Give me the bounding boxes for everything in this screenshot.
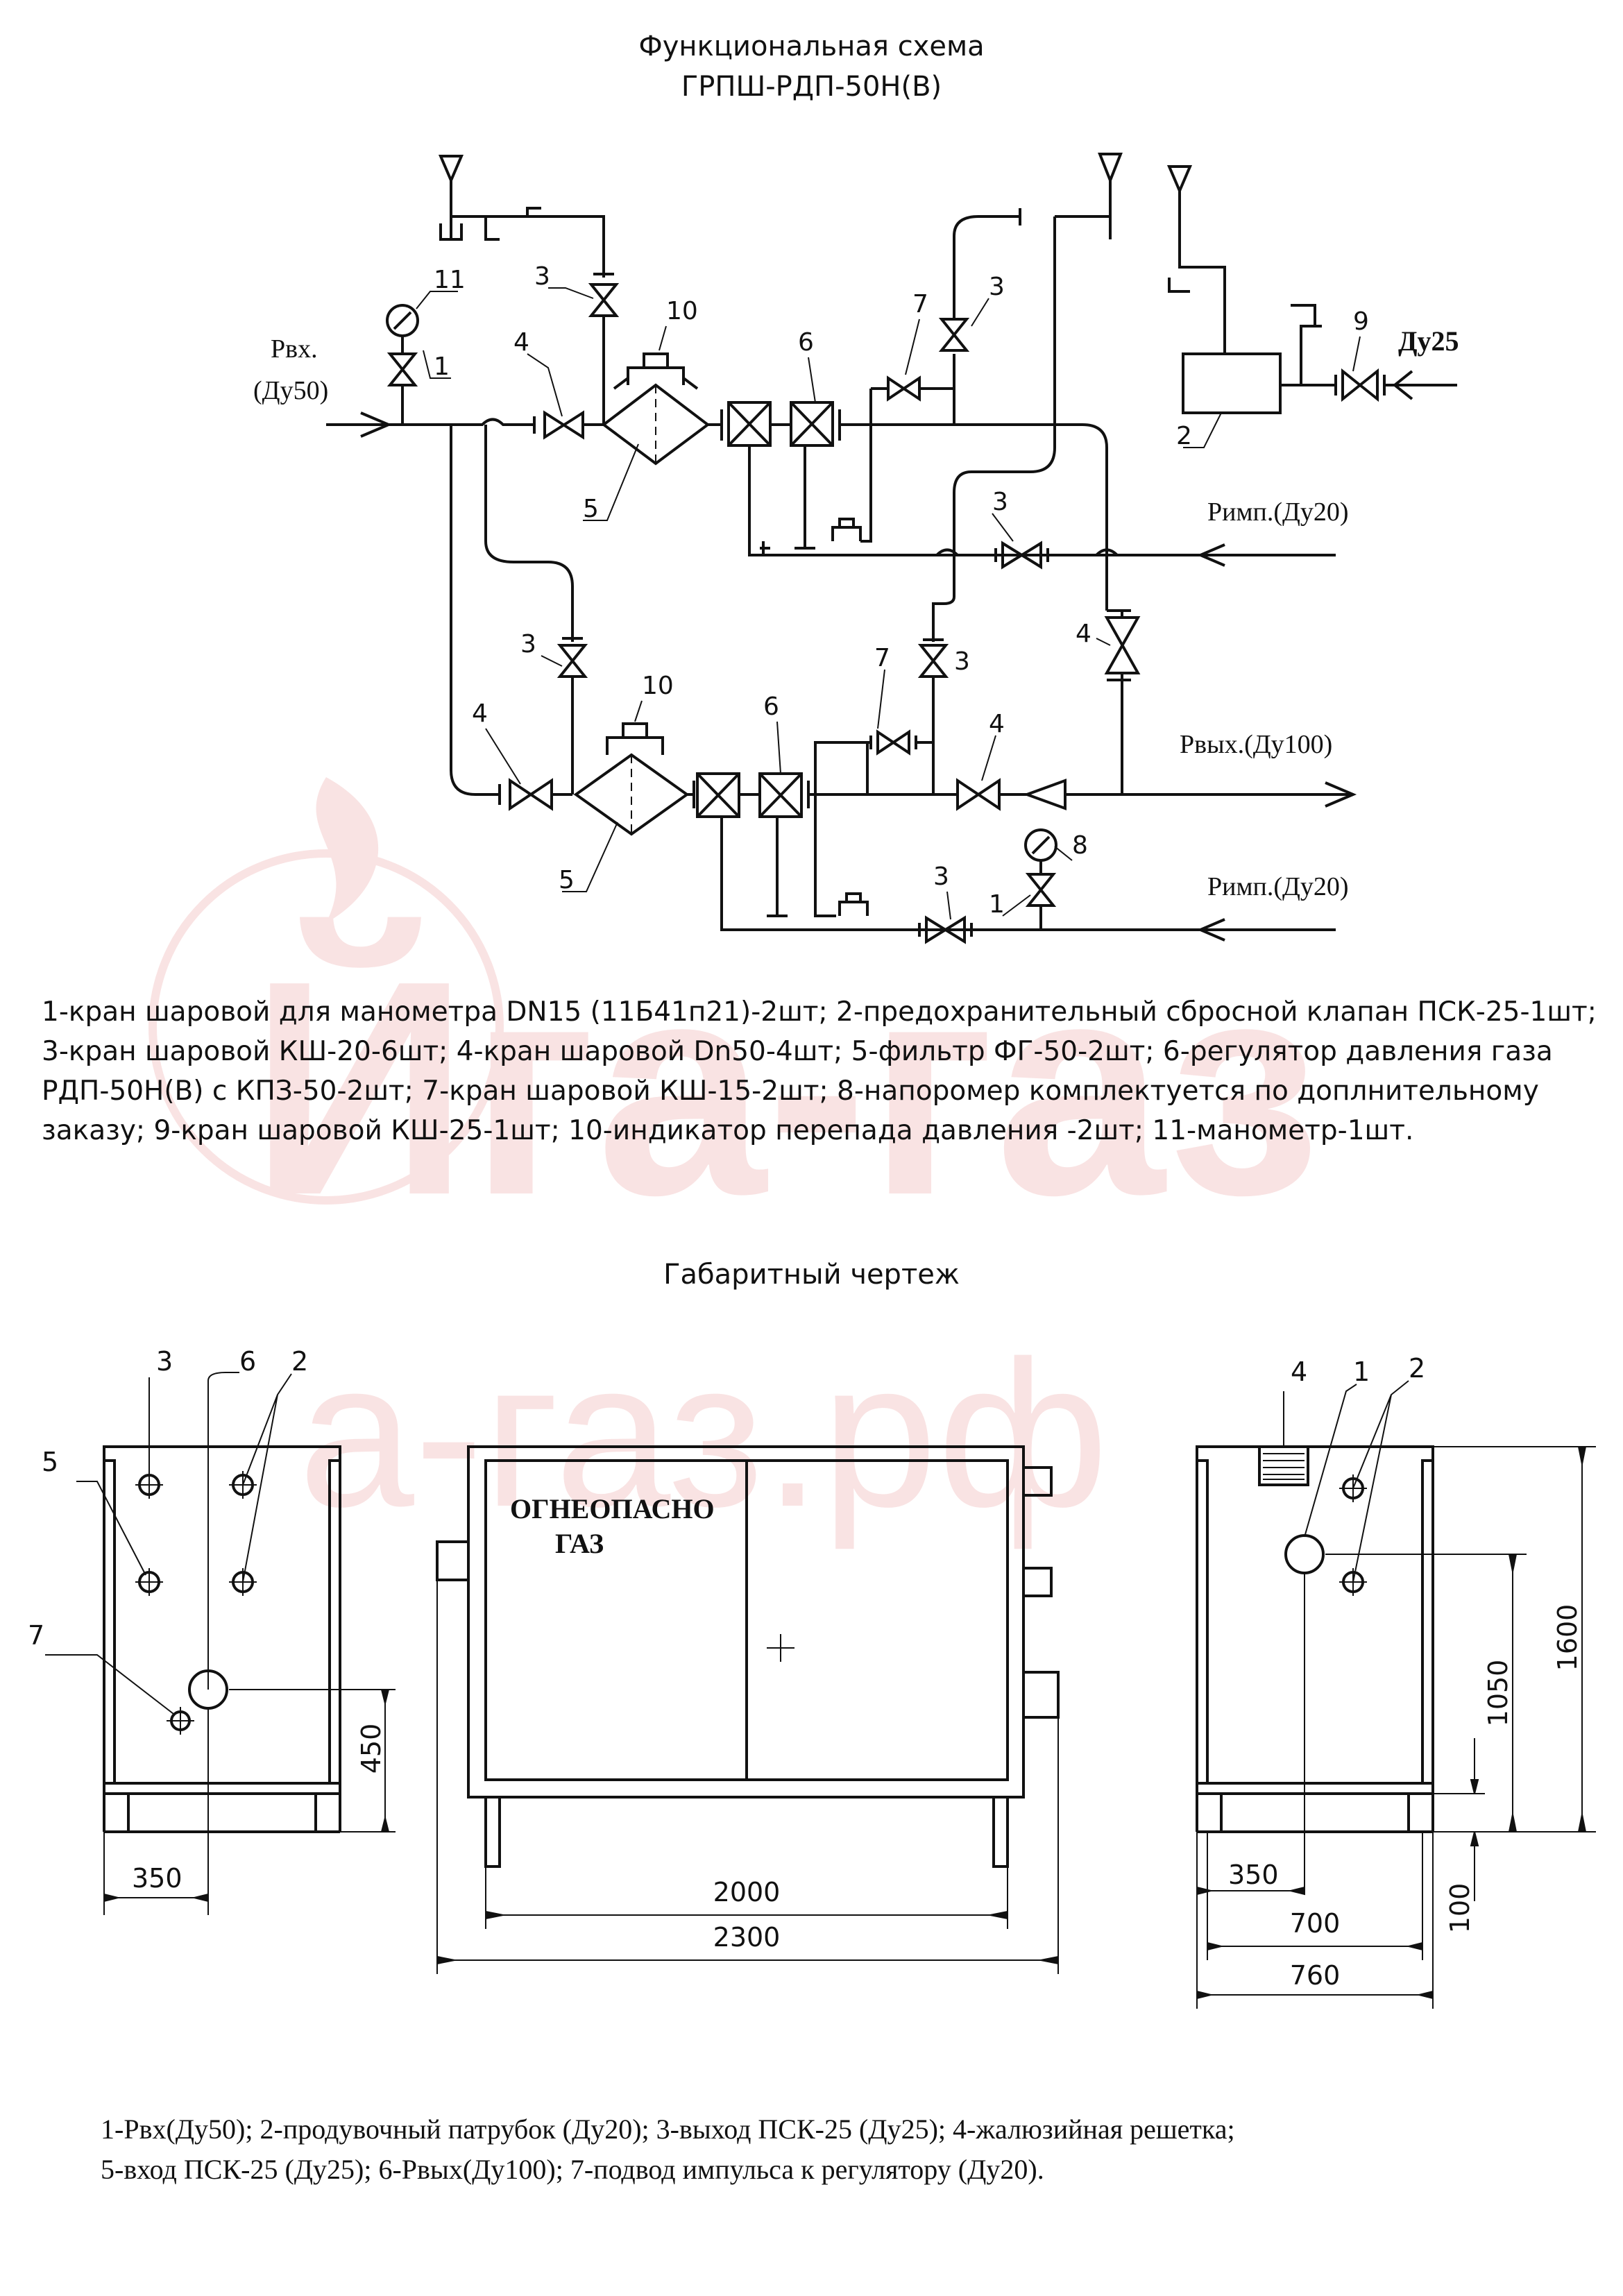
left-num-2: 2: [291, 1346, 308, 1377]
num-4-d: 4: [472, 699, 488, 728]
valve-4-lower-right: [956, 778, 1001, 811]
label-du25: Ду25: [1398, 325, 1459, 357]
dim-450: 450: [356, 1724, 386, 1774]
num-2: 2: [1176, 422, 1192, 450]
valve-1-top: [386, 352, 418, 386]
right-num-1: 1: [1353, 1357, 1370, 1387]
dim-2000: 2000: [713, 1877, 781, 1907]
valve-3-upper-left: [588, 273, 620, 317]
left-num-3: 3: [156, 1346, 173, 1377]
regulator-small-lower: [838, 892, 869, 916]
indicator-10-upper: [613, 352, 699, 390]
gauge-8: [1024, 828, 1057, 862]
valve-7-upper: [887, 375, 921, 402]
num-6-b: 6: [763, 692, 779, 721]
valve-4-right-vertical: [1104, 609, 1141, 681]
label-p-in-dn: (Ду50): [253, 376, 328, 405]
num-1-top: 1: [434, 352, 450, 381]
num-4-b: 4: [1076, 620, 1091, 648]
scheme-title-line2: ГРПШ-РДП-50Н(В): [681, 71, 942, 103]
regulator-small-upper: [831, 518, 862, 541]
num-3-f: 3: [933, 862, 949, 891]
front-view: ОГНЕОПАСНО ГАЗ 2000 2300: [436, 1445, 1060, 1974]
num-7-b: 7: [874, 644, 890, 672]
dim-1050: 1050: [1483, 1660, 1513, 1727]
num-6-a: 6: [798, 328, 814, 357]
num-4-a: 4: [513, 328, 529, 357]
left-num-5: 5: [42, 1447, 58, 1477]
drawing-legend-line: 1-Рвх(Ду50); 2-продувочный патрубок (Ду2…: [101, 2114, 1235, 2145]
num-8: 8: [1072, 831, 1088, 860]
watermark-bottom-text: а-газ.рф: [298, 1317, 1109, 1551]
scheme-legend-line: РДП-50Н(В) с КПЗ-50-2шт; 7-кран шаровой …: [42, 1075, 1539, 1107]
num-3-a: 3: [534, 262, 550, 291]
num-5-a: 5: [583, 495, 599, 523]
label-p-in: Рвх.: [271, 334, 318, 364]
dim-350-left: 350: [132, 1863, 182, 1894]
right-num-4: 4: [1291, 1357, 1307, 1387]
num-9: 9: [1353, 307, 1369, 336]
right-side-view: 4 1 2 1600 1050 100 350 700 760: [1196, 1353, 1596, 2009]
num-4-c: 4: [989, 710, 1005, 738]
door-text-line1: ОГНЕОПАСНО: [510, 1493, 715, 1524]
left-num-7: 7: [28, 1620, 44, 1651]
dim-760: 760: [1290, 1960, 1341, 1991]
num-3-b: 3: [989, 273, 1005, 301]
door-text-line2: ГАЗ: [555, 1528, 604, 1559]
outlet-arrow: [1325, 781, 1357, 808]
valve-3-impulse-top: [994, 541, 1049, 570]
dim-2300: 2300: [713, 1922, 781, 1953]
valve-3-upper-right: [938, 318, 970, 352]
num-5-b: 5: [559, 866, 575, 894]
dim-350-right: 350: [1228, 1860, 1279, 1890]
dim-100: 100: [1445, 1883, 1475, 1934]
num-3-e: 3: [520, 630, 536, 658]
num-3-c: 3: [992, 488, 1008, 516]
dim-700: 700: [1290, 1908, 1341, 1939]
label-p-imp-bottom: Римп.(Ду20): [1207, 872, 1349, 901]
dim-1600: 1600: [1552, 1604, 1583, 1672]
louver-grille: [1258, 1445, 1309, 1486]
num-3-d: 3: [954, 647, 970, 676]
drawing-title: Габаритный чертеж: [663, 1259, 960, 1291]
valve-4-upper: [543, 410, 584, 440]
scheme-legend-line: заказу; 9-кран шаровой КШ-25-1шт; 10-инд…: [42, 1115, 1414, 1146]
label-p-imp-top: Римп.(Ду20): [1207, 498, 1349, 527]
valve-3-middle: [917, 638, 949, 678]
num-10-b: 10: [642, 672, 674, 700]
valve-3-impulse-bottom: [918, 915, 973, 944]
inlet-arrow: [360, 411, 393, 438]
scheme-legend-line: 1-кран шаровой для манометра DN15 (11Б41…: [42, 996, 1597, 1028]
scheme-legend-line: 3-кран шаровой КШ-20-6шт; 4-кран шаровой…: [42, 1036, 1553, 1067]
valve-4-lower-left: [509, 778, 553, 811]
regulator-6-lower: [696, 772, 803, 818]
valve-1-bottom: [1025, 873, 1057, 907]
regulator-6-upper: [727, 401, 834, 447]
scheme-title-line1: Функциональная схема: [638, 31, 985, 62]
left-side-view: 3 6 2 5 7 450 350: [28, 1346, 396, 1915]
drawing-legend-line: 5-вход ПСК-25 (Ду25); 6-Рвых(Ду100); 7-п…: [101, 2154, 1044, 2185]
valve-3-lower-left: [556, 637, 588, 678]
label-p-out: Рвых.(Ду100): [1180, 730, 1332, 759]
scheme-legend: 1-кран шаровой для манометра DN15 (11Б41…: [42, 992, 1597, 1150]
right-num-2: 2: [1409, 1353, 1425, 1384]
indicator-10-lower: [606, 722, 664, 755]
left-num-6: 6: [239, 1346, 256, 1377]
num-11: 11: [434, 266, 466, 294]
num-1-bottom: 1: [989, 890, 1005, 919]
num-10-a: 10: [666, 297, 698, 325]
drawing-legend: 1-Рвх(Ду50); 2-продувочный патрубок (Ду2…: [101, 2109, 1235, 2190]
psk-2: [1182, 352, 1282, 414]
num-7-a: 7: [912, 290, 928, 318]
watermark-top-text: Йга-газ: [250, 917, 1320, 1259]
manometer-11: [386, 304, 419, 337]
